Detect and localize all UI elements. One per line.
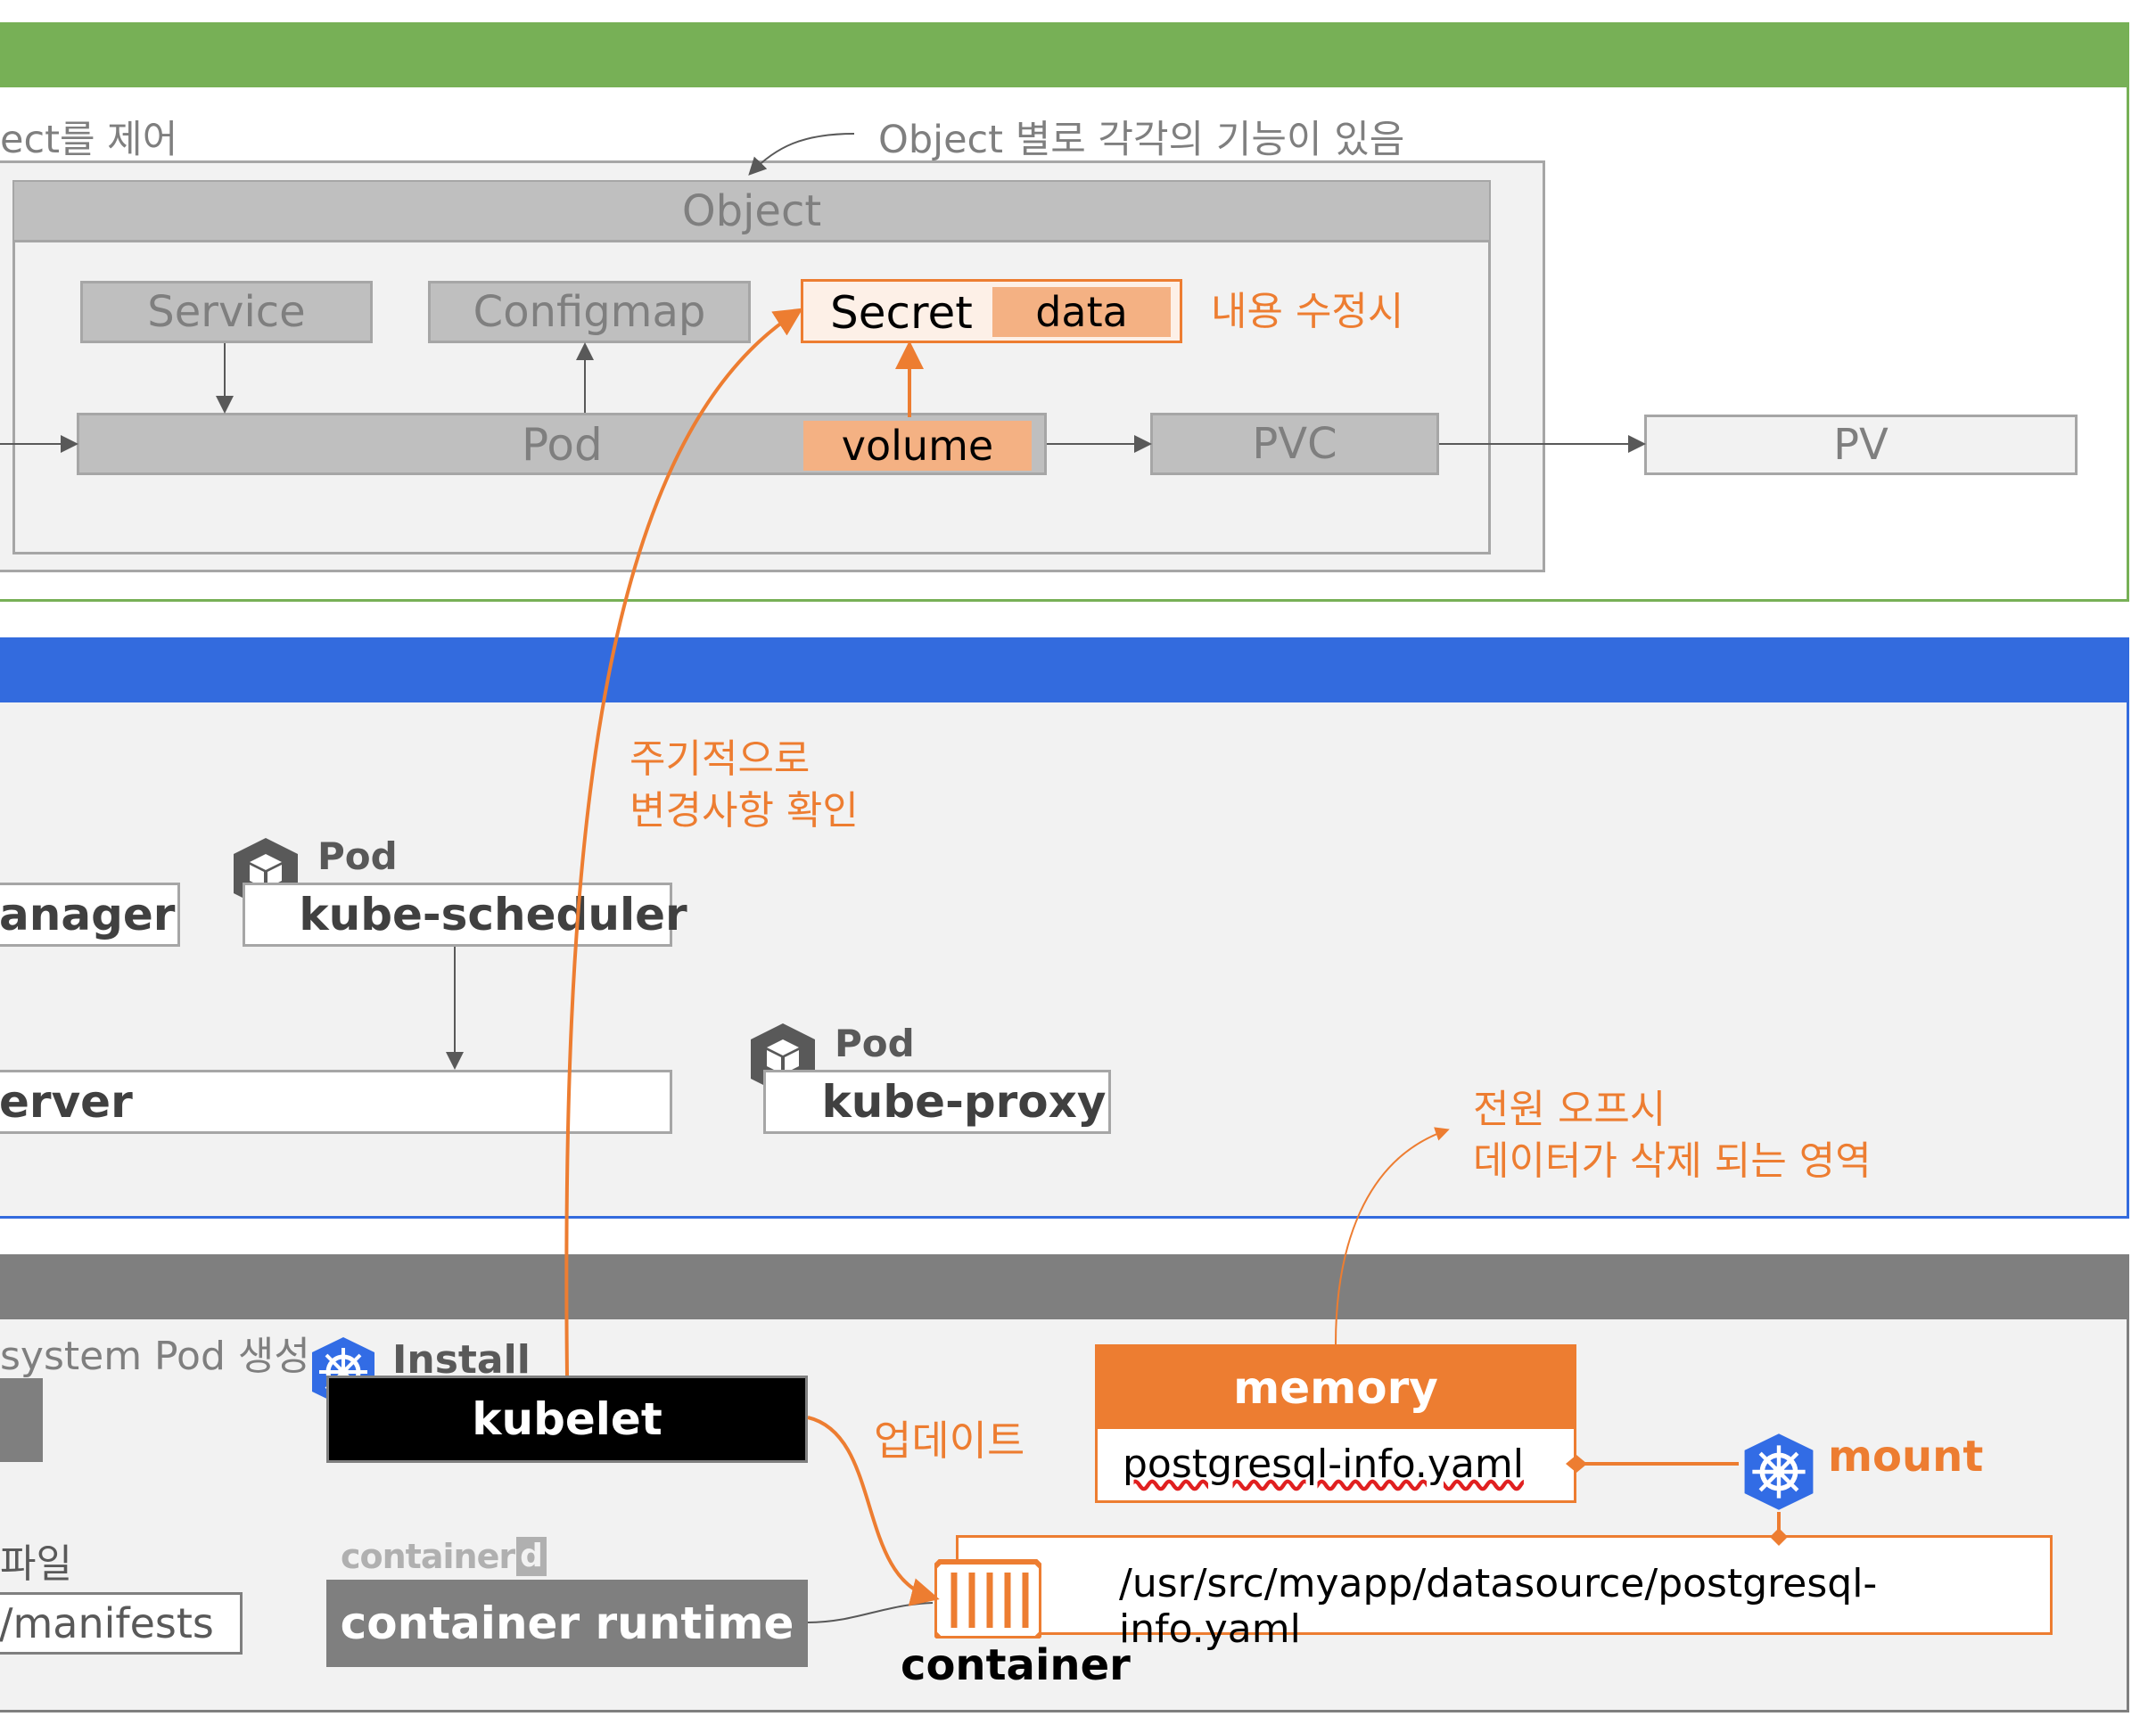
containerd-logo-d: d <box>516 1537 547 1576</box>
container-path: /usr/src/myapp/datasource/postgresql-inf… <box>1119 1561 1878 1652</box>
install-label: Install <box>392 1337 531 1383</box>
object-note: Object 별로 각각의 기능이 있음 <box>878 118 1405 162</box>
mount-label: mount <box>1828 1432 1984 1482</box>
configmap-label: Configmap <box>473 287 706 337</box>
memory-note-line1: 전원 오프시 <box>1473 1087 1666 1132</box>
memory-title-bar: memory <box>1098 1347 1574 1429</box>
kubelet-check-note-line2: 변경사항 확인 <box>630 788 859 834</box>
secret-edit-note: 내용 수정시 <box>1211 289 1404 334</box>
controller-manager-box[interactable]: anager <box>0 883 180 947</box>
kube-proxy-box[interactable]: kube-proxy <box>763 1070 1111 1134</box>
pod-label: Pod <box>522 419 603 471</box>
manifest-file-label: 파일 <box>0 1541 72 1587</box>
arrow-memory-to-note <box>1335 1127 1450 1345</box>
configmap-box[interactable]: Configmap <box>428 281 751 343</box>
object-inner-frame <box>12 180 1491 554</box>
kubelet-label: kubelet <box>472 1393 662 1445</box>
object-title-bar: Object <box>14 182 1489 242</box>
kube-scheduler-label: kube-scheduler <box>299 889 687 940</box>
container-runtime-label: container runtime <box>340 1597 794 1649</box>
container-runtime-box[interactable]: container runtime <box>326 1580 808 1667</box>
master-section-header <box>0 22 2129 85</box>
volume-label: volume <box>841 422 994 470</box>
volume-chip: volume <box>803 421 1032 471</box>
node-section-header <box>0 637 2129 700</box>
scheduler-pod-label: Pod <box>317 834 398 878</box>
containerd-logo-text: container <box>341 1537 515 1576</box>
static-pod-block <box>0 1378 43 1462</box>
service-label: Service <box>147 287 306 337</box>
pvc-label: PVC <box>1252 419 1337 469</box>
manifests-path-box[interactable]: /manifests <box>0 1592 243 1655</box>
pod-box[interactable]: Pod volume <box>77 413 1047 475</box>
secret-box[interactable]: Secret data <box>801 279 1182 343</box>
containerd-logo: container d <box>341 1524 547 1576</box>
mount-down-diamond <box>1770 1528 1788 1546</box>
manifests-path: /manifests <box>0 1599 214 1647</box>
arrow-note-to-object <box>748 133 855 176</box>
kubelet-check-note-line1: 주기적으로 <box>630 736 811 782</box>
secret-data-chip: data <box>992 287 1171 337</box>
container-label: container <box>901 1640 1131 1690</box>
proxy-pod-label: Pod <box>835 1022 915 1065</box>
arrow-kubelet-watch-secret <box>564 308 803 1376</box>
kube-proxy-label: kube-proxy <box>821 1076 1107 1128</box>
mount-connector-diamond <box>1566 1455 1587 1473</box>
secret-data-label: data <box>1035 288 1128 336</box>
container-path-box[interactable]: /usr/src/myapp/datasource/postgresql-inf… <box>956 1535 2053 1652</box>
object-title: Object <box>681 185 822 236</box>
system-pod-label: system Pod 생성 <box>0 1334 310 1379</box>
shipping-container-icon <box>934 1559 1041 1639</box>
kube-scheduler-box[interactable]: kube-scheduler <box>243 883 687 947</box>
memory-box[interactable]: memory postgresql-info.yaml <box>1095 1344 1576 1503</box>
secret-label: Secret <box>830 287 973 339</box>
arrow-runtime-to-container <box>807 1602 934 1623</box>
worker-section-header <box>0 1254 2129 1317</box>
kubernetes-icon <box>1744 1433 1814 1510</box>
object-control-label: ect를 제어 <box>0 118 178 162</box>
update-label: 업데이트 <box>874 1417 1025 1465</box>
arrow-kubelet-update-container <box>807 1416 940 1606</box>
memory-note-line2: 데이터가 삭제 되는 영역 <box>1473 1138 1872 1184</box>
service-box[interactable]: Service <box>80 281 373 343</box>
memory-title: memory <box>1233 1362 1438 1414</box>
kubelet-box[interactable]: kubelet <box>326 1376 808 1463</box>
api-server-label: erver <box>0 1076 133 1128</box>
api-server-box[interactable]: erver <box>0 1070 672 1134</box>
pv-label: PV <box>1833 420 1889 470</box>
controller-manager-label: anager <box>0 889 176 940</box>
pvc-box[interactable]: PVC <box>1150 413 1439 475</box>
memory-file-name: postgresql-info.yaml <box>1123 1441 1524 1487</box>
